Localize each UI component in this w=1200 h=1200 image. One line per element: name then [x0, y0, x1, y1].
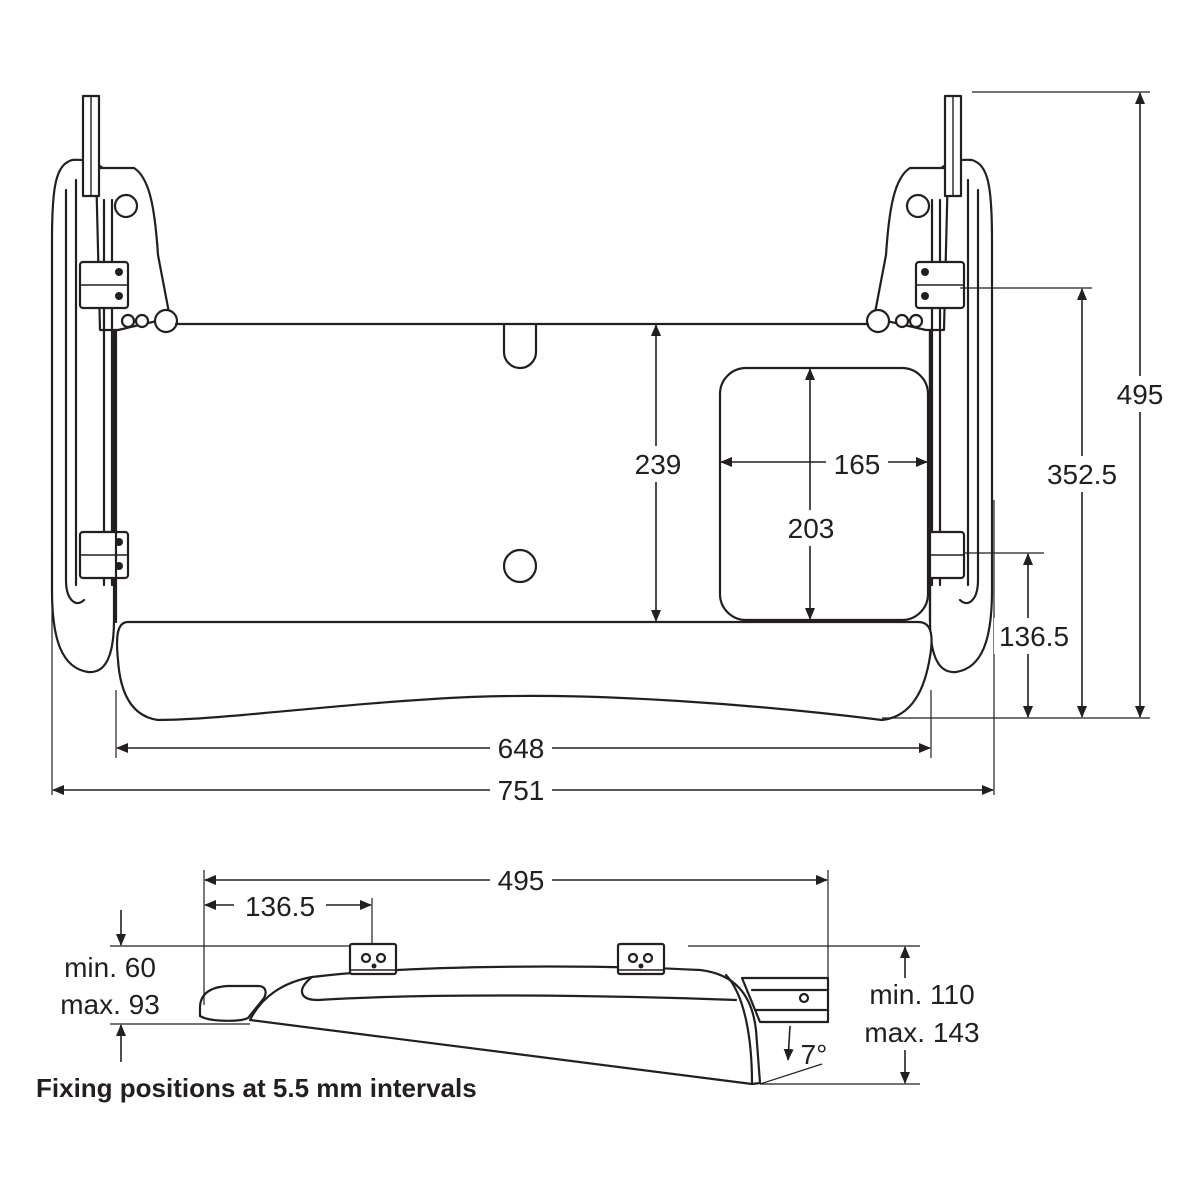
dim-648-label: 648	[498, 733, 545, 764]
dim-136-5-label: 136.5	[999, 621, 1069, 652]
dimension-mouse-pad-width: 165	[720, 446, 928, 482]
side-rail-body	[248, 965, 762, 1086]
side-tilt-angle: 7°	[783, 1025, 828, 1070]
rear-height-max-label: max. 93	[60, 989, 160, 1020]
wrist-rest	[115, 620, 933, 722]
left-side-arm	[50, 94, 179, 674]
dimension-overall-width: 751	[52, 772, 994, 808]
dim-203-label: 203	[788, 513, 835, 544]
side-bracket-front	[616, 942, 666, 976]
dimension-overall-depth: 495	[1108, 92, 1172, 718]
dimension-front-depth: 136.5	[994, 553, 1078, 718]
side-dimension-length: 495	[204, 862, 828, 898]
side-dim-495-label: 495	[498, 865, 545, 896]
side-dim-136-5-label: 136.5	[245, 891, 315, 922]
keyboard-platform	[114, 322, 932, 624]
side-bracket-rear	[348, 942, 398, 976]
dim-239-label: 239	[635, 449, 682, 480]
dim-352-5-label: 352.5	[1047, 459, 1117, 490]
side-dimension-front-bracket: 136.5	[204, 888, 372, 924]
front-height-min-label: min. 110	[869, 979, 974, 1010]
side-extension-lines	[110, 870, 920, 1085]
side-dimension-front-height: min. 110 max. 143	[864, 946, 980, 1084]
side-dimension-rear-height: min. 60 max. 93	[60, 910, 160, 1062]
plan-view: 751 648 495 352.5 136.5	[50, 91, 1172, 808]
tilt-angle-label: 7°	[801, 1039, 828, 1070]
side-rear-handle	[198, 984, 267, 1022]
dimension-platform-depth: 239	[626, 324, 688, 622]
side-view: 495 136.5 min. 60 max. 93 min. 110 max. …	[36, 862, 980, 1103]
dimension-platform-width: 648	[116, 730, 931, 766]
mouse-pad	[718, 366, 930, 622]
dim-165-label: 165	[834, 449, 881, 480]
rear-height-min-label: min. 60	[64, 952, 156, 983]
dimension-mouse-pad-depth: 203	[780, 368, 842, 620]
fixing-positions-note: Fixing positions at 5.5 mm intervals	[36, 1073, 477, 1103]
dim-495-label: 495	[1117, 379, 1164, 410]
front-height-max-label: max. 143	[864, 1017, 979, 1048]
dimension-bracket-depth: 352.5	[1034, 288, 1130, 718]
side-front-rail	[740, 976, 830, 1024]
dim-751-label: 751	[498, 775, 545, 806]
